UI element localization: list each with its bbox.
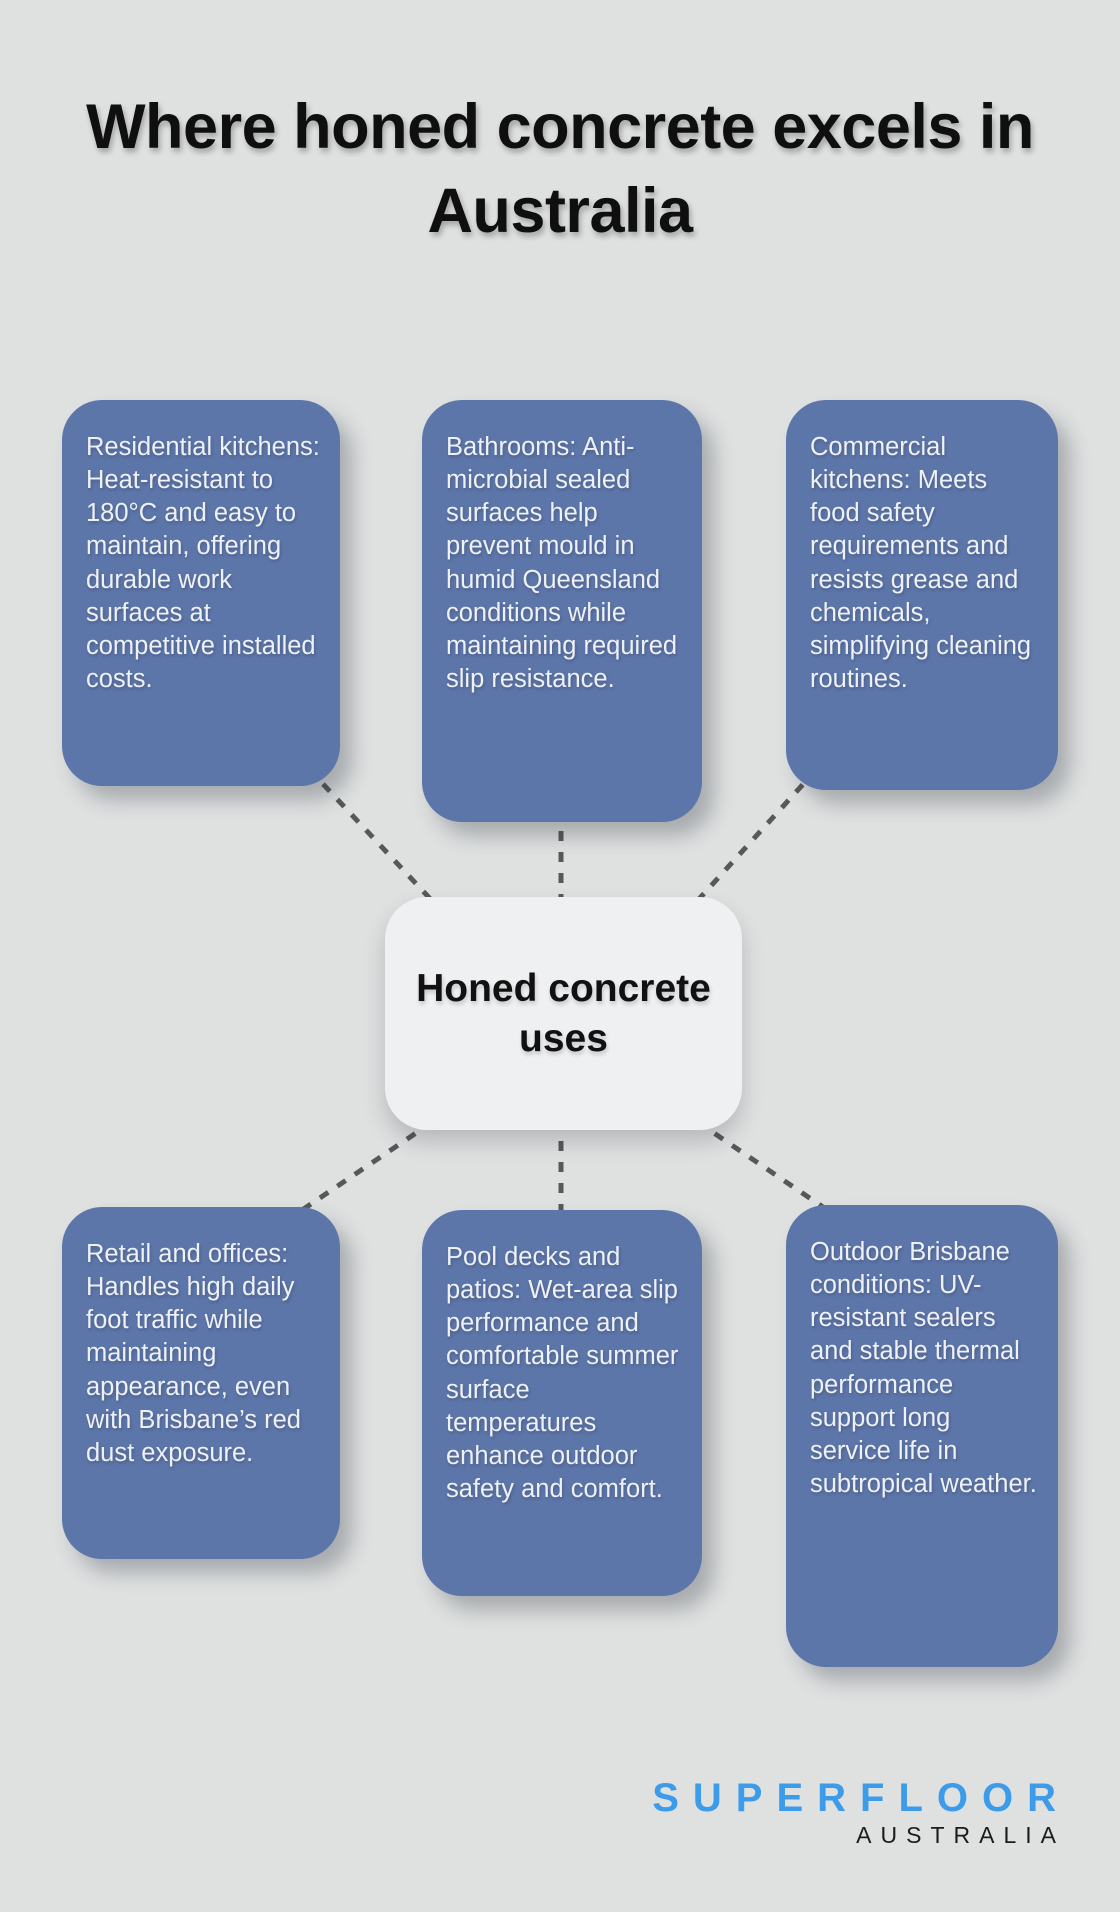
card-text: Pool decks and patios: Wet-area slip per…: [446, 1243, 679, 1503]
brand-logo: SUPERFLOOR AUSTRALIA: [652, 1776, 1056, 1849]
card-text: Residential kitchens: Heat-resistant to …: [86, 433, 320, 693]
central-node-label: Honed concrete uses: [416, 966, 711, 1060]
use-case-card-commercial-kitchens: Commercial kitchens: Meets food safety r…: [786, 400, 1058, 790]
use-case-card-pool-decks-and-patios: Pool decks and patios: Wet-area slip per…: [422, 1210, 702, 1596]
central-node: Honed concrete uses: [385, 897, 742, 1130]
use-case-card-residential-kitchens: Residential kitchens: Heat-resistant to …: [62, 400, 340, 786]
brand-name: SUPERFLOOR: [652, 1776, 1070, 1820]
use-case-card-bathrooms: Bathrooms: Anti-microbial sealed surface…: [422, 400, 702, 822]
card-text: Retail and offices: Handles high daily f…: [86, 1240, 301, 1467]
card-text: Outdoor Brisbane conditions: UV-resistan…: [810, 1238, 1037, 1498]
card-text: Bathrooms: Anti-microbial sealed surface…: [446, 433, 678, 693]
page-title: Where honed concrete excels in Australia: [86, 92, 1034, 246]
card-text: Commercial kitchens: Meets food safety r…: [810, 433, 1032, 693]
use-case-card-retail-and-offices: Retail and offices: Handles high daily f…: [62, 1207, 340, 1559]
use-case-card-outdoor-brisbane-conditions: Outdoor Brisbane conditions: UV-resistan…: [786, 1205, 1058, 1667]
connector-bottom-left-icon: [278, 1107, 452, 1228]
brand-region: AUSTRALIA: [856, 1822, 1065, 1848]
